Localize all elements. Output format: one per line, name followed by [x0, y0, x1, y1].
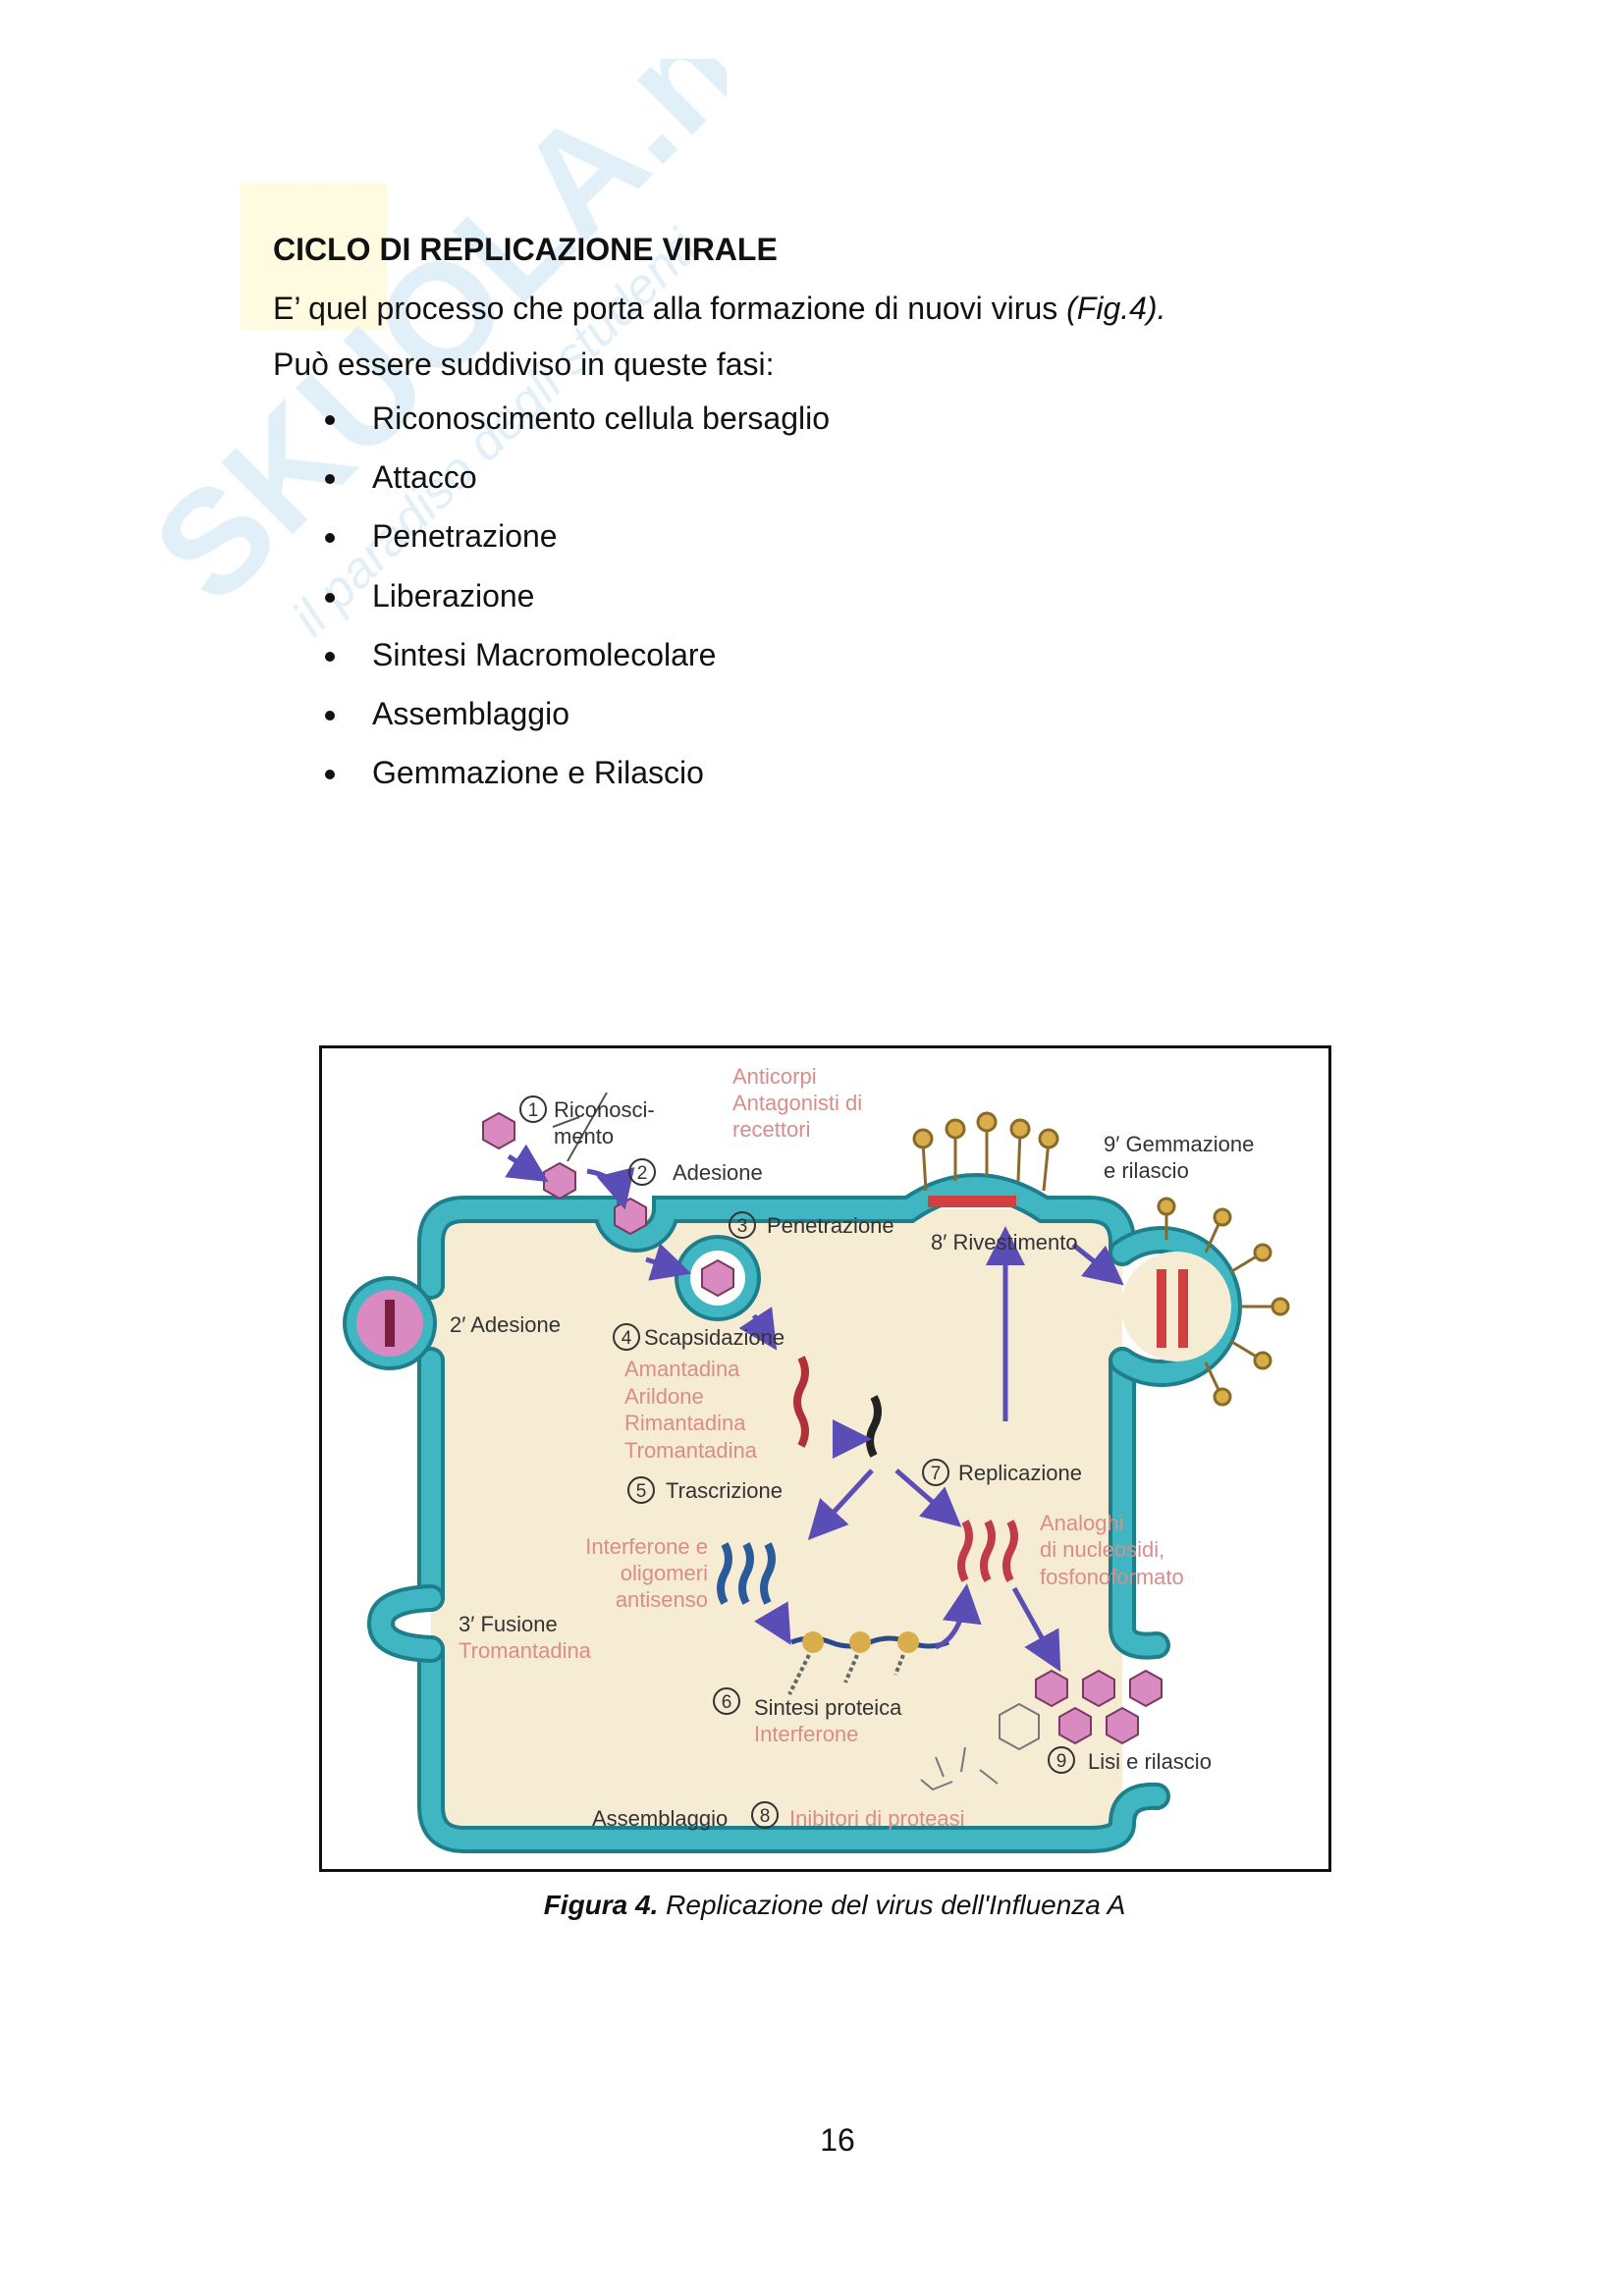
label-rivestimento: 8′ Rivestimento	[931, 1230, 1078, 1255]
drug-analoghi: Analoghi	[1040, 1511, 1124, 1535]
section-heading: CICLO DI REPLICAZIONE VIRALE	[273, 232, 778, 267]
bullet-icon	[325, 415, 335, 425]
list-item-text: Attacco	[372, 459, 477, 495]
label-trascrizione: Trascrizione	[666, 1478, 783, 1503]
list-item-text: Penetrazione	[372, 518, 558, 554]
viral-rna	[793, 1356, 809, 1448]
bullet-icon	[325, 533, 335, 543]
label-riconoscimento-2: mento	[554, 1124, 614, 1148]
label-adesione-2: 2′ Adesione	[450, 1312, 561, 1337]
drug-nucleosidi: di nucleosidi,	[1040, 1537, 1164, 1562]
subtitle: Può essere suddiviso in queste fasi:	[273, 347, 775, 382]
label-adesione: Adesione	[673, 1160, 763, 1185]
label-sintesi-proteica: Sintesi proteica	[754, 1695, 902, 1720]
cytoplasm	[431, 1209, 1122, 1840]
rna-coating	[928, 1196, 1016, 1207]
bullet-icon	[325, 652, 335, 662]
drug-antagonisti: Antagonisti di	[732, 1091, 862, 1115]
drug-tromantadina: Tromantadina	[624, 1438, 758, 1463]
figure-influenza-replication: 1 2 3 4 5 6 7 8 9 Riconosci- mento Adesi…	[319, 1045, 1331, 1872]
spike-proteins	[912, 1111, 1059, 1192]
drug-amantadina: Amantadina	[624, 1357, 740, 1381]
figure-caption: Figura 4. Replicazione del virus dell'In…	[0, 1890, 1623, 1921]
list-item-text: Liberazione	[372, 578, 535, 614]
process-arrows	[505, 1144, 1124, 1673]
list-item-text: Assemblaggio	[372, 696, 569, 731]
label-lisi: Lisi e rilascio	[1088, 1749, 1212, 1774]
step-1: 1	[528, 1100, 539, 1121]
step-4: 4	[622, 1328, 632, 1349]
drug-interferone-e: Interferone e	[585, 1534, 708, 1559]
drug-anticorpi: Anticorpi	[732, 1064, 817, 1089]
drug-recettori: recettori	[732, 1117, 810, 1142]
bullet-icon	[325, 474, 335, 484]
label-riconoscimento: Riconosci-	[554, 1097, 655, 1122]
drug-fosfonoformato: fosfonoformato	[1040, 1565, 1184, 1589]
bullet-icon	[325, 711, 335, 721]
drug-oligomeri: oligomeri	[621, 1561, 708, 1585]
drug-inibitori-proteasi: Inibitori di proteasi	[789, 1806, 965, 1831]
drug-rimantadina: Rimantadina	[624, 1411, 746, 1435]
drug-interferone: Interferone	[754, 1722, 858, 1746]
progeny-virions	[1035, 1669, 1163, 1745]
step-number-circles	[519, 1095, 1075, 1829]
list-item-text: Gemmazione e Rilascio	[372, 755, 704, 790]
step-5: 5	[636, 1481, 647, 1502]
label-replicazione: Replicazione	[958, 1461, 1082, 1485]
label-gemmazione: 9′ Gemmazione	[1104, 1132, 1254, 1156]
drug-arildone: Arildone	[624, 1384, 704, 1409]
capsid-fragments	[920, 1746, 999, 1791]
bullet-icon	[325, 770, 335, 779]
list-item-text: Riconoscimento cellula bersaglio	[372, 400, 831, 436]
list-item-text: Sintesi Macromolecolare	[372, 637, 717, 672]
drug-tromantadina-2: Tromantadina	[459, 1638, 592, 1663]
label-gemmazione-2: e rilascio	[1104, 1158, 1189, 1183]
drug-antisenso: antisenso	[616, 1587, 708, 1612]
step-9: 9	[1056, 1751, 1067, 1772]
label-fusione: 3′ Fusione	[459, 1612, 558, 1636]
label-assemblaggio: Assemblaggio	[592, 1806, 728, 1831]
replication-diagram: 1 2 3 4 5 6 7 8 9 Riconosci- mento Adesi…	[343, 1064, 1290, 1853]
intro-text: E’ quel processo che porta alla formazio…	[273, 291, 1067, 326]
step-8: 8	[760, 1806, 771, 1827]
step-2: 2	[637, 1163, 648, 1184]
step-6: 6	[722, 1692, 732, 1713]
caption-text: Replicazione del virus dell'Influenza A	[658, 1890, 1126, 1920]
replicated-rna	[957, 1520, 1018, 1582]
budding-spikes	[1157, 1197, 1290, 1407]
step-7: 7	[931, 1464, 942, 1484]
caption-label: Figura 4.	[543, 1890, 659, 1920]
mrna-strands	[717, 1542, 776, 1605]
label-penetrazione: Penetrazione	[767, 1213, 894, 1238]
bullet-icon	[325, 593, 335, 603]
step-3: 3	[737, 1216, 748, 1237]
page-number: 16	[820, 2122, 855, 2158]
label-scapsidazione: Scapsidazione	[644, 1325, 784, 1350]
intro-paragraph: E’ quel processo che porta alla formazio…	[273, 291, 1165, 327]
ribosomes	[787, 1631, 949, 1695]
figure-reference: (Fig.4).	[1066, 291, 1166, 326]
